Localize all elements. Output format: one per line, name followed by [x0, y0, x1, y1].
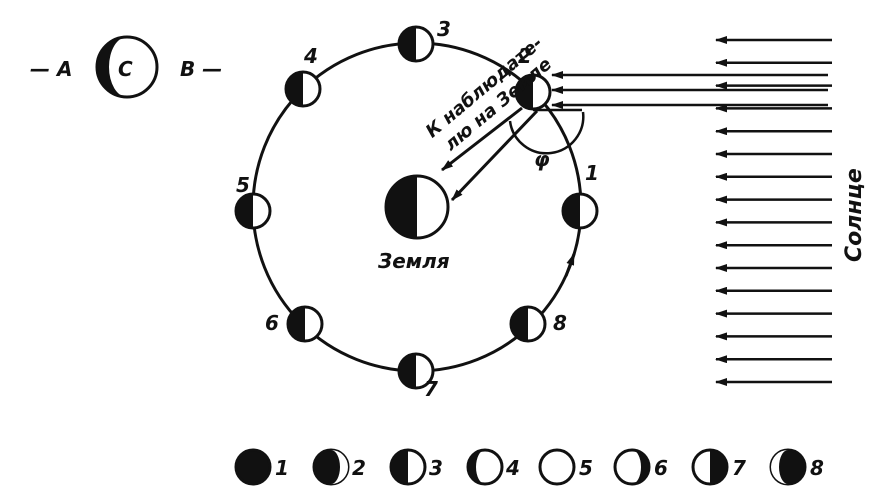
orbit-moon-4 [284, 70, 322, 108]
sun-rays [715, 36, 832, 386]
orbit-direction-arrow [564, 253, 576, 277]
phase-icon-3 [389, 448, 427, 486]
earth-label: Земля [377, 249, 450, 273]
phase-icon-7 [691, 448, 729, 486]
phase-icon-2 [312, 448, 350, 486]
phase-label-3: 3 [429, 456, 443, 480]
phase-label-2: 2 [352, 456, 366, 480]
orbit-label-3: 3 [437, 17, 451, 41]
phase-label-4: 4 [505, 456, 520, 480]
phase-angle-arc [508, 111, 585, 155]
observer-arrow-2 [450, 109, 539, 202]
phase-icon-4 [466, 448, 504, 486]
orbit-moon-6 [286, 305, 324, 343]
phase-label-8: 8 [810, 456, 824, 480]
observer-arrow-1 [441, 106, 523, 172]
earth [384, 174, 450, 240]
rays-to-moon [551, 71, 828, 109]
angle-label: φ [534, 147, 550, 171]
legend-moon [95, 35, 159, 99]
orbit-label-1: 1 [585, 161, 599, 185]
orbit-label-2: 2 [518, 44, 532, 68]
orbit-moon-3 [397, 25, 435, 63]
legend-top: — A C B — [30, 35, 222, 99]
legend-center-label: C [118, 57, 133, 81]
orbit-moon-8 [509, 305, 547, 343]
phase-label-6: 6 [654, 456, 668, 480]
phase-label-1: 1 [275, 456, 289, 480]
phase-label-7: 7 [732, 456, 746, 480]
orbit-label-5: 5 [236, 173, 250, 197]
phase-sequence: 1 2 3 4 5 6 7 8 [234, 448, 824, 486]
phase-icon-8 [769, 448, 807, 486]
legend-left-label: — A [30, 57, 72, 81]
legend-right-label: B — [180, 57, 222, 81]
orbit-label-8: 8 [553, 311, 567, 335]
orbit-label-4: 4 [303, 44, 318, 68]
orbit-moon-1 [561, 192, 599, 230]
orbit-moon-5 [234, 192, 272, 230]
orbit-moon-7 [397, 352, 435, 390]
phase-label-5: 5 [579, 456, 593, 480]
sun-label: Солнце [842, 168, 867, 262]
phase-icon-6 [613, 448, 651, 486]
phase-icon-5 [538, 448, 576, 486]
orbit-label-7: 7 [424, 377, 438, 401]
orbit-label-6: 6 [265, 311, 279, 335]
phase-icon-1 [234, 448, 272, 486]
